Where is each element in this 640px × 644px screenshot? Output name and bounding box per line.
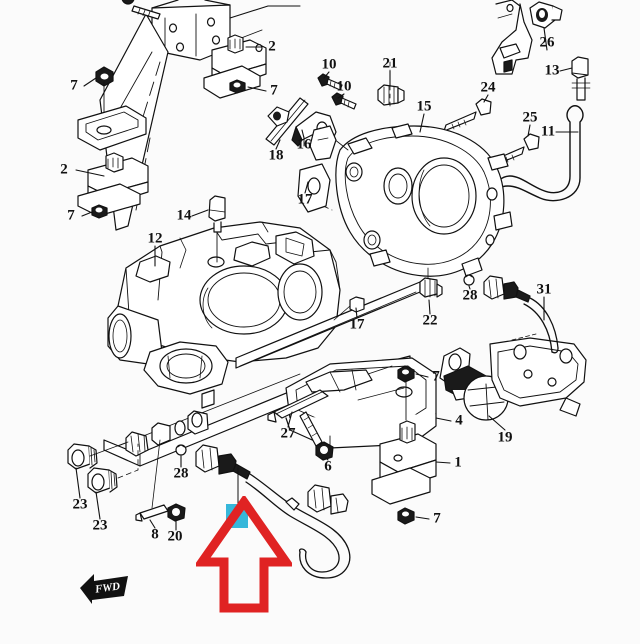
callout-17-dowel-pin: 17 — [349, 316, 365, 333]
callout-10-bolt: 10 — [336, 78, 352, 95]
callout-4-crossmember: 4 — [455, 412, 463, 429]
transfer-mount-cushion-1 — [371, 420, 437, 505]
fwd-label: FWD — [93, 580, 121, 596]
leader-lines — [75, 27, 579, 531]
breather-assembly — [486, 56, 591, 202]
selection-highlight-box — [226, 504, 248, 528]
callout-31-sensor-lead-wire: 31 — [536, 281, 552, 298]
callout-22-plug: 22 — [422, 312, 438, 329]
pin-8-and-bolt-20 — [135, 439, 186, 522]
sensor-31 — [483, 275, 559, 354]
roll-pin-27 — [267, 389, 329, 423]
callout-2-engine-mount-cushion: 2 — [268, 38, 276, 55]
callout-16-shift-arm: 16 — [296, 136, 312, 153]
top-bolt — [121, 0, 161, 20]
rubber-mount-bush-19 — [439, 333, 587, 421]
callout-20-bolt: 20 — [167, 528, 183, 545]
callout-18-shift-rod: 18 — [268, 147, 284, 164]
callout-7-mount-nut: 7 — [70, 77, 78, 94]
callout-1-transfer-mount-cushion: 1 — [454, 454, 462, 471]
plugs-23 — [67, 441, 139, 494]
case-left-fragment — [297, 125, 337, 213]
callout-25-bolt: 25 — [522, 109, 538, 126]
callout-7-mount-nut: 7 — [432, 368, 440, 385]
callout-8-pin: 8 — [151, 526, 159, 543]
switch-plug-14 — [208, 195, 226, 263]
nut-7-upper-rear — [397, 365, 415, 421]
callout-19-rubber-mount-bush: 19 — [497, 429, 513, 446]
upper-bolts — [317, 73, 357, 110]
callout-24-bolt: 24 — [480, 79, 496, 96]
clamp-26 — [529, 1, 563, 29]
callout-7-mount-nut: 7 — [433, 510, 441, 527]
callout-27-roll-pin: 27 — [280, 425, 296, 442]
plug-22 — [419, 267, 443, 298]
callout-12-transfer-case-housing: 12 — [147, 230, 163, 247]
steel-ball-28-upper — [463, 274, 475, 286]
callout-17-dowel-pin: 17 — [297, 191, 313, 208]
callout-10-bolt: 10 — [321, 56, 337, 73]
forward-direction-marker: FWD — [80, 574, 128, 604]
callout-13-breather-cap: 13 — [544, 62, 560, 79]
left-engine-mount-assembly — [77, 66, 149, 219]
callout-28-steel-ball: 28 — [462, 287, 478, 304]
bolt-6 — [299, 411, 334, 461]
callout-23-plug: 23 — [72, 496, 88, 513]
plug-21 — [377, 84, 405, 106]
callout-2-engine-mount-cushion: 2 — [60, 161, 68, 178]
bolt-24 — [443, 98, 492, 132]
callout-6-bolt: 6 — [324, 458, 332, 475]
callout-11-breather-hose: 11 — [540, 123, 556, 140]
callout-15-transfer-case-cover: 15 — [416, 98, 432, 115]
callout-7-mount-nut: 7 — [67, 207, 75, 224]
nut-7-lower-rear — [397, 507, 415, 525]
callout-14-switch-plug: 14 — [176, 207, 192, 224]
transfer-case-housing — [107, 221, 341, 395]
callout-28-steel-ball: 28 — [173, 465, 189, 482]
callout-7-mount-nut: 7 — [270, 82, 278, 99]
right-engine-mount-assembly — [203, 34, 267, 99]
speed-sensor-cable-assembly — [195, 444, 351, 579]
callout-26-clamp: 26 — [539, 34, 555, 51]
callout-21-plug: 21 — [382, 55, 398, 72]
callout-23-plug: 23 — [92, 517, 108, 534]
upper-support-bracket — [491, 0, 533, 75]
dowel-pin-17-lower — [333, 296, 365, 321]
steel-ball-28-lower — [175, 444, 187, 456]
